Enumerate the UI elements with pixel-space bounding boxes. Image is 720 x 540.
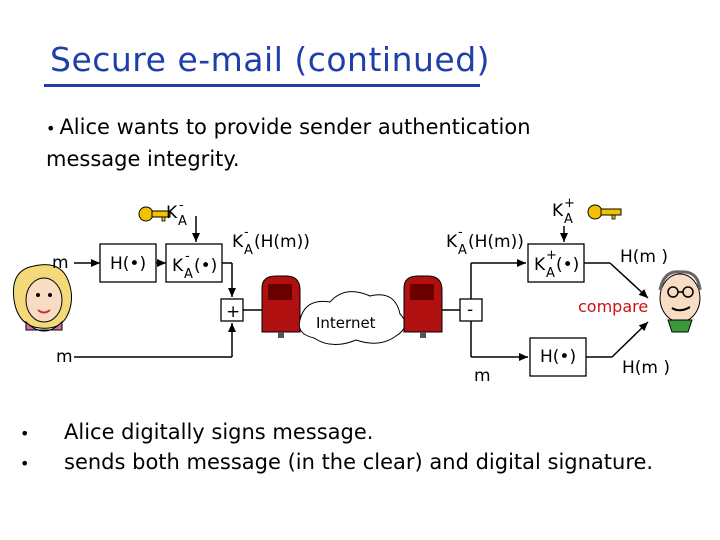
- arrow-hm-to-compare: [609, 262, 649, 299]
- svg-text:K: K: [534, 255, 546, 275]
- bob-icon: [658, 270, 702, 333]
- public-key-icon: [587, 204, 622, 220]
- mailbox-left-icon: [261, 275, 301, 338]
- svg-text:K: K: [552, 201, 564, 221]
- slide-title: Secure e-mail (continued): [50, 40, 491, 79]
- svg-text:(•): (•): [194, 256, 217, 276]
- message-label-bottom-left: m: [56, 347, 73, 367]
- internet-cloud: Internet: [298, 291, 406, 345]
- message-label-bottom-right: m: [474, 366, 491, 386]
- hash-box-left: [99, 243, 157, 283]
- plus-symbol: +: [226, 302, 240, 322]
- public-key-label: K A +: [552, 196, 575, 227]
- svg-text:(•): (•): [556, 255, 579, 275]
- signed-hash-label-left: K - A (H(m)): [232, 225, 310, 258]
- svg-text:A: A: [458, 243, 467, 258]
- intro-line-1: Alice wants to provide sender authentica…: [59, 115, 531, 139]
- message-label-left: m: [52, 253, 69, 273]
- public-key-box: [527, 243, 585, 283]
- bullet-item: •sends both message (in the clear) and d…: [20, 450, 654, 474]
- title-underline: [44, 84, 480, 87]
- compare-label: compare: [578, 297, 648, 316]
- intro-line-2: message integrity.: [46, 147, 240, 171]
- bullet-dot: •: [46, 119, 56, 138]
- hash-box-left-label: H(•): [110, 254, 146, 274]
- svg-text:-: -: [244, 225, 249, 240]
- svg-text:A: A: [184, 267, 193, 282]
- svg-text:K: K: [172, 256, 184, 276]
- svg-text:-: -: [185, 249, 190, 264]
- hash-box-right-label: H(•): [540, 347, 576, 367]
- svg-text:K: K: [446, 232, 458, 252]
- svg-text:+: +: [564, 196, 575, 211]
- svg-text:K: K: [232, 232, 244, 252]
- minus-symbol: -: [467, 300, 473, 320]
- hash-box-right: [529, 337, 587, 377]
- signed-hash-label-right: K - A (H(m)): [446, 225, 524, 258]
- public-key-box-label: K A + (•): [534, 248, 579, 281]
- svg-text:(H(m)): (H(m)): [254, 232, 310, 252]
- hm-label-top: H(m ): [620, 247, 668, 267]
- mailbox-right-icon: [403, 275, 443, 338]
- alice-icon: [12, 264, 72, 332]
- svg-text:A: A: [546, 266, 555, 281]
- internet-label: Internet: [316, 314, 376, 332]
- bullet-item: •Alice digitally signs message.: [20, 420, 374, 444]
- svg-text:(H(m)): (H(m)): [468, 232, 524, 252]
- private-key-icon: [138, 206, 171, 222]
- summary-bullets: •Alice digitally signs message. •sends b…: [20, 418, 653, 478]
- svg-text:A: A: [244, 243, 253, 258]
- hm-label-bottom: H(m ): [622, 358, 670, 378]
- private-key-box-label: K A - (•): [172, 249, 217, 282]
- svg-text:A: A: [178, 214, 187, 229]
- private-key-box: [165, 243, 223, 283]
- svg-text:K: K: [166, 203, 178, 223]
- arrow-hm-bottom-to-compare: [611, 321, 649, 358]
- svg-text:-: -: [179, 198, 184, 213]
- private-key-label: K A -: [166, 198, 187, 229]
- svg-text:-: -: [458, 225, 463, 240]
- svg-text:+: +: [546, 248, 557, 263]
- svg-text:A: A: [564, 212, 573, 227]
- intro-text: •Alice wants to provide sender authentic…: [46, 112, 531, 174]
